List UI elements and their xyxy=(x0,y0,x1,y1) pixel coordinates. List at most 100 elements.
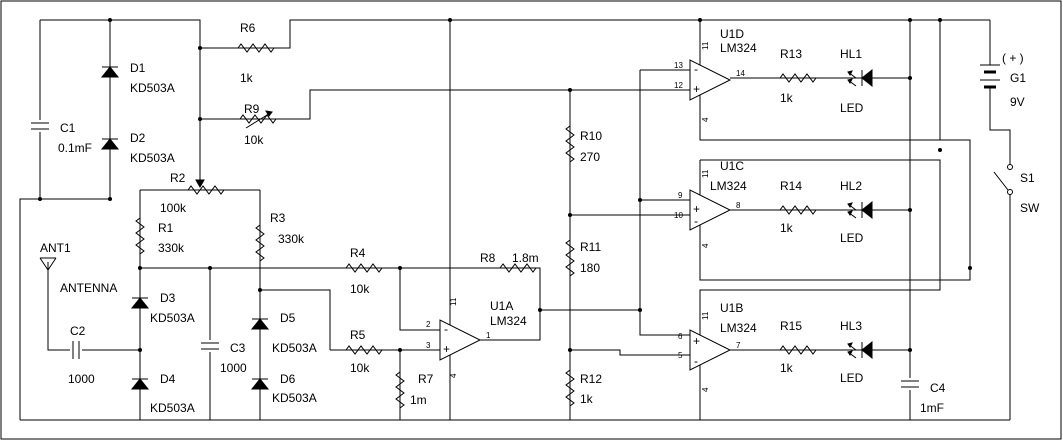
labels-d3-text: D3 xyxy=(160,291,176,305)
labels-c1-text: C1 xyxy=(60,121,76,135)
labels-c1_val-text: 0.1mF xyxy=(58,141,92,155)
pins-minus-text: - xyxy=(444,322,448,336)
labels-c3-text: C3 xyxy=(230,341,246,355)
diode-d5: D5 KD503A xyxy=(251,311,317,355)
labels-d6_val-text: KD503A xyxy=(272,391,317,405)
labels-r13_val-text: 1k xyxy=(780,91,794,105)
labels-d6-text: D6 xyxy=(280,372,296,386)
labels-d1_val-text: KD503A xyxy=(130,81,175,95)
diode-d3: D3 KD503A xyxy=(131,291,195,325)
labels-c2_val-text: 1000 xyxy=(68,372,95,386)
opamp-u1b: + - 6 5 7 11 4 U1B LM324 xyxy=(678,301,757,392)
labels-r13-text: R13 xyxy=(780,47,802,61)
labels-d3_val-text: KD503A xyxy=(150,311,195,325)
labels-hl2-text: HL2 xyxy=(840,179,862,193)
labels-r6_val-text: 1k xyxy=(240,71,254,85)
pins-p3-text: 3 xyxy=(426,341,431,350)
pins-p4-text: 4 xyxy=(701,243,710,248)
labels-r10_val-text: 270 xyxy=(580,150,600,164)
labels-hl2_val-text: LED xyxy=(840,231,864,245)
resistor-r5: R5 10k xyxy=(345,328,383,375)
labels-hl3_val-text: LED xyxy=(840,371,864,385)
pins-p4-text: 4 xyxy=(701,387,710,392)
capacitor-c2: C2 1000 xyxy=(68,324,95,386)
pins-minus-text: - xyxy=(694,354,698,368)
resistor-r12: R12 1k xyxy=(565,369,602,407)
labels-u1a-text: U1A xyxy=(490,299,513,313)
labels-r14-text: R14 xyxy=(780,179,802,193)
labels-r9_val-text: 10k xyxy=(244,133,264,147)
resistor-r15: R15 1k xyxy=(779,319,817,375)
labels-r1_val-text: 330k xyxy=(158,241,185,255)
labels-u1b-text: U1B xyxy=(720,301,743,315)
pins-minus-text: - xyxy=(694,62,698,76)
antenna-ant1: ANT1 ANTENNA xyxy=(39,241,117,295)
labels-r1-text: R1 xyxy=(158,221,174,235)
pins-p7-text: 7 xyxy=(736,341,741,350)
labels-r9-text: R9 xyxy=(244,102,260,116)
led-hl3: HL3 LED xyxy=(840,319,873,385)
resistor-r6: R6 1k xyxy=(237,21,275,85)
pins-p1-text: 1 xyxy=(486,331,491,340)
labels-c2-text: C2 xyxy=(70,324,86,338)
pins-p4-text: 4 xyxy=(701,117,710,122)
resistor-r13: R13 1k xyxy=(779,47,817,105)
diode-d4: D4 KD503A xyxy=(131,372,195,415)
labels-u1c_val-text: LM324 xyxy=(710,179,747,193)
diode-d2: D2 KD503A xyxy=(101,131,175,165)
capacitor-c3: C3 1000 xyxy=(200,340,247,375)
labels-c3_val-text: 1000 xyxy=(220,361,247,375)
junction-dots xyxy=(38,18,972,352)
labels-d5-text: D5 xyxy=(280,311,296,325)
labels-ant1_val-text: ANTENNA xyxy=(60,281,117,295)
pins-p9-text: 9 xyxy=(678,191,683,200)
pins-p11-text: 11 xyxy=(701,41,710,50)
resistor-r4: R4 10k xyxy=(345,246,383,296)
labels-s1-text: S1 xyxy=(1020,171,1035,185)
labels-r7_val-text: 1m xyxy=(410,393,427,407)
labels-r12_val-text: 1k xyxy=(580,392,594,406)
resistor-r11: R11 180 xyxy=(565,239,601,277)
labels-r6-text: R6 xyxy=(240,21,256,35)
labels-r10-text: R10 xyxy=(580,129,602,143)
labels-r11-text: R11 xyxy=(580,240,601,254)
labels-r2_val-text: 100k xyxy=(160,201,187,215)
labels-r12-text: R12 xyxy=(580,372,602,386)
labels-hl3-text: HL3 xyxy=(840,319,862,333)
led-hl1: HL1 LED xyxy=(840,47,873,115)
led-hl2: HL2 LED xyxy=(840,179,873,245)
pins-plus-text: + xyxy=(693,202,700,216)
pins-p12-text: 12 xyxy=(674,81,683,90)
labels-d2-text: D2 xyxy=(130,131,146,145)
pins-p11-text: 11 xyxy=(449,297,458,306)
pins-minus-text: - xyxy=(694,214,698,228)
labels-d5_val-text: KD503A xyxy=(272,341,317,355)
pins-p14-text: 14 xyxy=(736,69,745,78)
pins-p8-text: 8 xyxy=(736,201,741,210)
pins-plus-text: + xyxy=(693,334,700,348)
resistor-r10: R10 270 xyxy=(565,125,602,164)
labels-r8-text: R8 xyxy=(480,251,496,265)
resistor-r14: R14 1k xyxy=(779,179,817,235)
resistor-r9: R9 10k xyxy=(239,102,277,147)
opamp-u1c: + - 9 10 8 11 4 U1C LM324 xyxy=(674,159,747,248)
labels-hl1-text: HL1 xyxy=(840,47,862,61)
labels-r3_val-text: 330k xyxy=(278,232,305,246)
pins-p11-text: 11 xyxy=(701,169,710,178)
pins-p13-text: 13 xyxy=(674,61,683,70)
labels-u1c-text: U1C xyxy=(720,159,744,173)
pins-p6-text: 6 xyxy=(678,332,683,341)
labels-r4_val-text: 10k xyxy=(350,282,370,296)
labels-g1_pol-text: ( + ) xyxy=(1002,51,1024,65)
pins-plus-text: + xyxy=(693,82,700,96)
labels-r8_val-text: 1.8m xyxy=(512,251,539,265)
labels-ant1-text: ANT1 xyxy=(40,241,71,255)
labels-u1d_val-text: LM324 xyxy=(720,41,757,55)
labels-r5-text: R5 xyxy=(350,328,366,342)
labels-d4-text: D4 xyxy=(160,372,176,386)
capacitor-c1: C1 0.1mF xyxy=(30,120,92,155)
labels-u1a_val-text: LM324 xyxy=(490,314,527,328)
diode-d1: D1 KD503A xyxy=(101,61,175,95)
